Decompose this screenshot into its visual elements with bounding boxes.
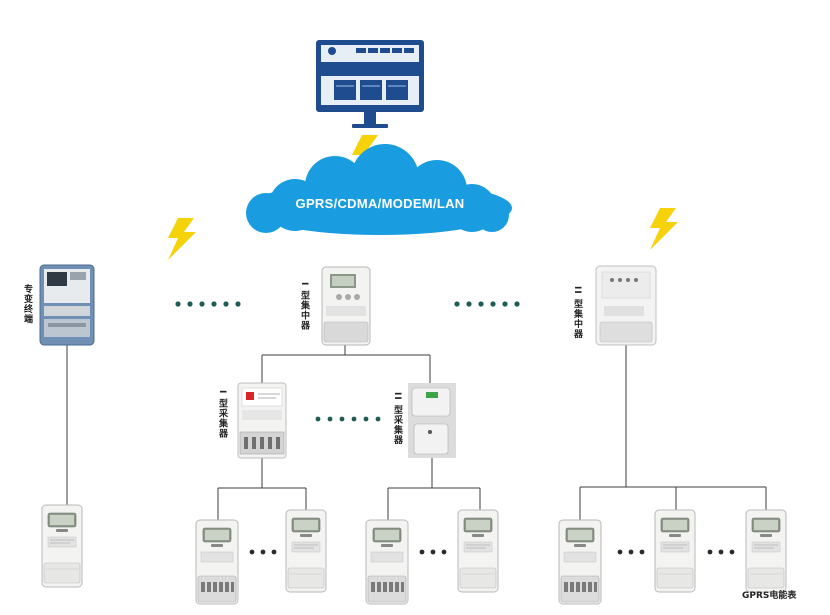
- electricity-meter: [365, 519, 409, 605]
- electricity-meter: [745, 509, 787, 593]
- dots-separator: [175, 301, 520, 422]
- collector-1-device: [237, 382, 287, 459]
- connection-lines: [66, 345, 767, 520]
- special-terminal-device: [39, 264, 95, 346]
- concentrator-2-label: II 型集中器: [572, 286, 582, 339]
- monitor-icon: [316, 40, 424, 128]
- lightning-icon: [650, 208, 678, 250]
- collector-2-device: [408, 383, 456, 458]
- network-label: GPRS/CDMA/MODEM/LAN: [295, 196, 465, 211]
- special-terminal-label: 专变终端: [22, 284, 32, 324]
- electricity-meter: [654, 509, 696, 593]
- collector-1-label: I 型采集器: [217, 390, 227, 439]
- gprs-meter-label: GPRS电能表: [742, 591, 797, 601]
- cloud-icon: [246, 144, 512, 235]
- electricity-meter: [41, 504, 83, 588]
- collector-2-label: II 型采集器: [392, 392, 402, 445]
- electricity-meter: [195, 519, 239, 605]
- electricity-meter: [558, 519, 602, 605]
- electricity-meter: [285, 509, 327, 593]
- lightning-icon: [168, 218, 196, 260]
- electricity-meter: [457, 509, 499, 593]
- concentrator-1-label: I 型集中器: [299, 282, 309, 331]
- dots-separator: [249, 549, 735, 555]
- concentrator-1-device: [321, 266, 371, 346]
- concentrator-2-device: [595, 265, 657, 346]
